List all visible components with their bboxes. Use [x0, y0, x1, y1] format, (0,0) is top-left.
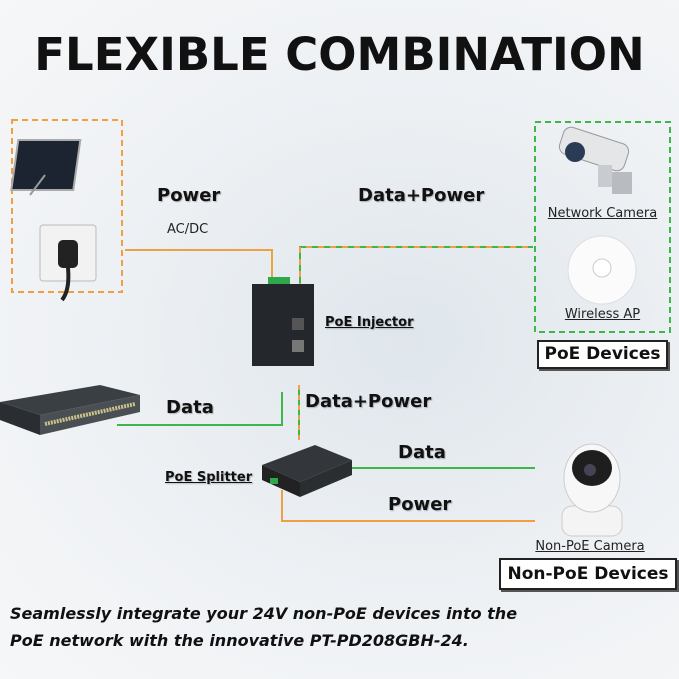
power-line-bottom — [281, 490, 535, 522]
poe-injector-label: PoE Injector — [325, 315, 414, 330]
data-power-label-top: Data+Power — [358, 185, 485, 206]
power-label-top: Power — [157, 185, 221, 206]
power-line-top — [125, 249, 273, 316]
wireless-ap-label: Wireless AP — [564, 307, 641, 322]
poe-devices-heading: PoE Devices — [537, 340, 668, 369]
data-line-left — [117, 392, 283, 426]
non-poe-devices-heading: Non-PoE Devices — [499, 558, 677, 590]
data-label-left: Data — [166, 397, 214, 418]
data-power-line-top-orange — [299, 246, 533, 313]
power-label-bottom: Power — [388, 494, 452, 515]
poe-splitter-device-icon — [262, 445, 352, 497]
network-camera-icon — [558, 126, 632, 194]
poe-splitter-label: PoE Splitter — [165, 470, 253, 485]
non-poe-camera-icon — [561, 443, 623, 537]
non-poe-camera-label: Non-PoE Camera — [535, 539, 645, 554]
network-camera-label: Network Camera — [547, 206, 658, 221]
data-power-line-top-green — [299, 246, 533, 313]
poe-devices-box — [534, 121, 671, 333]
data-label-right: Data — [398, 442, 446, 463]
page-title: FLEXIBLE COMBINATION — [34, 28, 645, 81]
power-outlet-icon — [39, 224, 97, 302]
footer-line-1: Seamlessly integrate your 24V non-PoE de… — [10, 604, 518, 623]
data-power-label-mid: Data+Power — [305, 391, 432, 412]
wireless-ap-icon — [567, 235, 637, 305]
poe-injector-device-icon — [252, 277, 314, 366]
solar-panel-icon — [10, 139, 82, 196]
acdc-label: AC/DC — [167, 222, 209, 237]
network-switch-icon — [0, 385, 140, 435]
power-sources-box — [11, 119, 123, 293]
footer-line-2: PoE network with the innovative PT-PD208… — [10, 631, 469, 650]
